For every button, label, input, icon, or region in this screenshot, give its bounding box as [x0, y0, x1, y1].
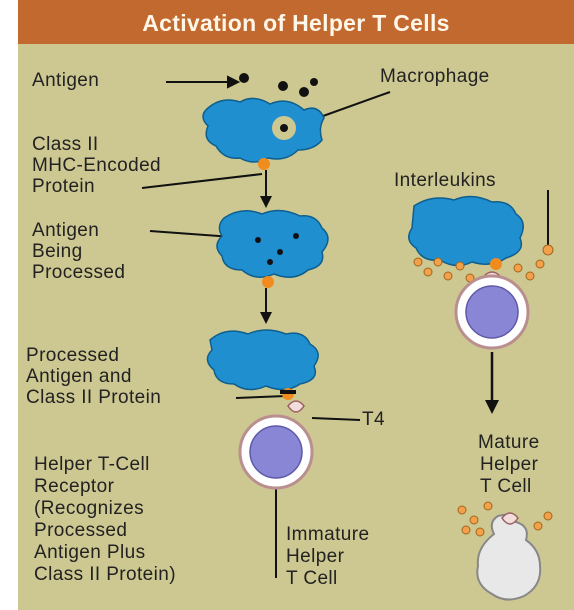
label-receptor-5: Antigen Plus — [34, 542, 145, 564]
label-macrophage: Macrophage — [380, 66, 490, 88]
label-mature-3: T Cell — [480, 476, 532, 498]
macrophage-2 — [217, 210, 328, 277]
label-interleukins: Interleukins — [394, 170, 496, 192]
label-immature-3: T Cell — [286, 568, 338, 590]
label-mature-2: Helper — [480, 454, 538, 476]
label-processed-1: Processed — [26, 345, 119, 367]
label-class-ii-1: Class II — [32, 134, 99, 156]
label-processing-2: Being — [32, 241, 83, 263]
label-immature-1: Immature — [286, 524, 369, 546]
flow-arrow-3 — [485, 400, 499, 414]
label-t4: T4 — [362, 409, 385, 431]
label-processing-3: Processed — [32, 262, 125, 284]
mature-t-cell — [477, 515, 540, 600]
macrophage-3 — [207, 330, 318, 390]
label-processed-3: Class II Protein — [26, 387, 161, 409]
t4-leader — [312, 418, 360, 420]
label-receptor-3: (Recognizes — [34, 498, 144, 520]
processed-leader — [236, 396, 286, 398]
label-processing-1: Antigen — [32, 220, 99, 242]
antigen-leader-head — [228, 77, 238, 87]
immature-t-cell-nucleus — [250, 426, 302, 478]
label-antigen: Antigen — [32, 70, 99, 92]
activated-t-cell-nucleus — [466, 286, 518, 338]
label-class-ii-3: Protein — [32, 176, 95, 198]
label-immature-2: Helper — [286, 546, 344, 568]
flow-arrow-1 — [260, 196, 272, 208]
label-receptor-1: Helper T-Cell — [34, 454, 150, 476]
antigen-particles — [239, 73, 318, 97]
label-receptor-4: Processed — [34, 520, 127, 542]
macrophage-1 — [203, 98, 324, 162]
macrophage-4 — [409, 196, 523, 265]
label-receptor-2: Receptor — [34, 476, 114, 498]
label-class-ii-2: MHC-Encoded — [32, 155, 161, 177]
label-processed-2: Antigen and — [26, 366, 132, 388]
label-mature-1: Mature — [478, 432, 540, 454]
t4-receptor — [288, 401, 304, 412]
flow-arrow-2 — [260, 312, 272, 324]
label-receptor-6: Class II Protein) — [34, 564, 176, 586]
diagram-frame: Activation of Helper T Cells — [18, 0, 574, 610]
